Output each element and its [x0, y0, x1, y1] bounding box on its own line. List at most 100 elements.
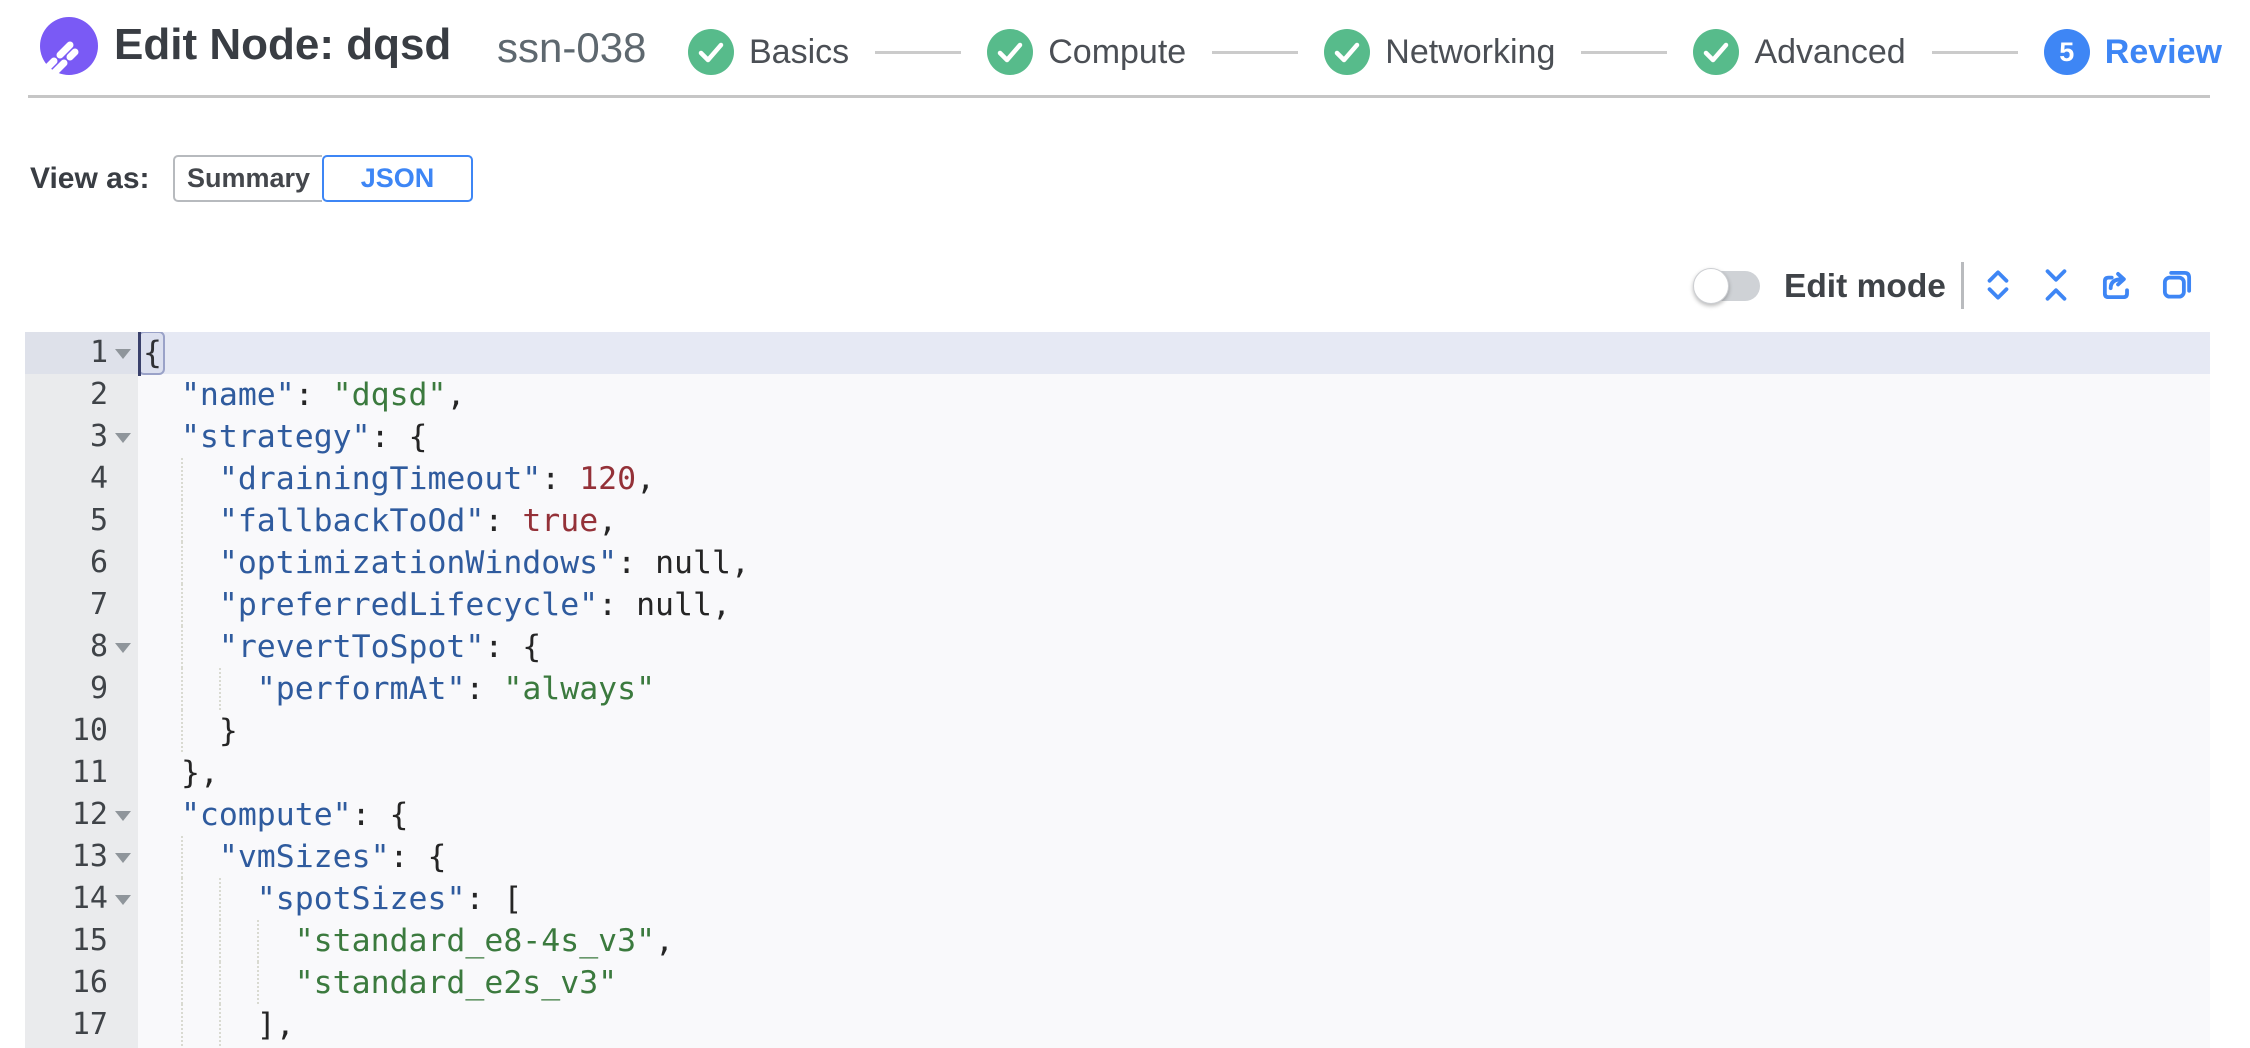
step-check-icon — [1324, 29, 1371, 75]
code-line-content[interactable]: "performAt": "always" — [138, 668, 2210, 710]
code-line-content[interactable]: "name": "dqsd", — [138, 374, 2210, 416]
step-check-icon — [987, 29, 1034, 75]
editor-line[interactable]: 7 "preferredLifecycle": null, — [25, 584, 2210, 626]
fold-arrow-icon[interactable] — [115, 811, 131, 821]
line-number: 3 — [25, 416, 138, 458]
line-number: 10 — [71, 713, 108, 748]
indent-guide — [180, 458, 183, 500]
code-line-content[interactable]: "standard_e2s_v3" — [138, 962, 2210, 1004]
editor-line[interactable]: 8 "revertToSpot": { — [25, 626, 2210, 668]
json-code-editor[interactable]: 1{2 "name": "dqsd",3 "strategy": {4 "dra… — [25, 332, 2210, 1048]
fold-arrow-icon[interactable] — [115, 895, 131, 905]
toggle-knob[interactable] — [1693, 268, 1729, 304]
json-string: "standard_e2s_v3" — [294, 965, 618, 1001]
json-constant: true — [522, 503, 599, 539]
collapse-all-icon[interactable] — [2037, 266, 2075, 304]
editor-line[interactable]: 17 ], — [25, 1004, 2210, 1046]
view-as-summary-button[interactable]: Summary — [173, 155, 322, 202]
export-icon[interactable] — [2098, 266, 2136, 304]
copy-icon[interactable] — [2158, 266, 2196, 304]
code-line-content[interactable]: "strategy": { — [138, 416, 2210, 458]
editor-line[interactable]: 2 "name": "dqsd", — [25, 374, 2210, 416]
line-number: 12 — [25, 794, 138, 836]
fold-arrow-icon[interactable] — [115, 853, 131, 863]
code-line-content[interactable]: }, — [138, 752, 2210, 794]
view-as-label: View as: — [30, 162, 150, 195]
json-key: "name" — [180, 377, 295, 413]
code-line-content[interactable]: "fallbackToOd": true, — [138, 500, 2210, 542]
code-line-content[interactable]: "drainingTimeout": 120, — [138, 458, 2210, 500]
code-line-content[interactable]: "standard_e8-4s_v3", — [138, 920, 2210, 962]
editor-line[interactable]: 5 "fallbackToOd": true, — [25, 500, 2210, 542]
code-line-content[interactable]: "vmSizes": { — [138, 836, 2210, 878]
indent-guide — [180, 878, 183, 920]
indent-guide — [180, 626, 183, 668]
json-key: "optimizationWindows" — [218, 545, 618, 581]
editor-line[interactable]: 16 "standard_e2s_v3" — [25, 962, 2210, 1004]
indent-guide — [218, 920, 221, 962]
json-punctuation: : — [541, 461, 580, 497]
indent-guide — [180, 962, 183, 1004]
editor-line[interactable]: 12 "compute": { — [25, 794, 2210, 836]
wizard-step-basics[interactable]: Basics — [688, 29, 849, 75]
editor-line[interactable]: 9 "performAt": "always" — [25, 668, 2210, 710]
json-punctuation: : — [465, 671, 504, 707]
code-line-content[interactable]: "preferredLifecycle": null, — [138, 584, 2210, 626]
editor-line[interactable]: 14 "spotSizes": [ — [25, 878, 2210, 920]
step-label: Networking — [1385, 32, 1556, 71]
json-key: "spotSizes" — [256, 881, 466, 917]
edit-mode-toggle[interactable] — [1693, 268, 1760, 304]
indent-guide — [218, 1004, 221, 1046]
editor-line[interactable]: 1{ — [25, 332, 2210, 376]
json-punctuation: } — [218, 713, 238, 749]
code-line-content[interactable]: "spotSizes": [ — [138, 878, 2210, 920]
editor-line[interactable]: 3 "strategy": { — [25, 416, 2210, 458]
editor-line[interactable]: 4 "drainingTimeout": 120, — [25, 458, 2210, 500]
page-title: Edit Node: dqsd — [114, 20, 452, 69]
line-number: 1 — [25, 332, 138, 374]
view-as-json-button[interactable]: JSON — [322, 155, 473, 202]
wizard-step-compute[interactable]: Compute — [987, 29, 1186, 75]
code-line-content[interactable]: "optimizationWindows": null, — [138, 542, 2210, 584]
code-line-content[interactable]: } — [138, 710, 2210, 752]
json-punctuation: ], — [256, 1007, 295, 1043]
line-number: 7 — [89, 587, 108, 622]
code-line-content[interactable]: ], — [138, 1004, 2210, 1046]
step-number-badge: 5 — [2043, 29, 2090, 75]
indent-guide — [180, 542, 183, 584]
code-line-content[interactable]: { — [138, 332, 2210, 376]
fold-arrow-icon[interactable] — [115, 433, 131, 443]
expand-all-icon[interactable] — [1979, 266, 2017, 304]
editor-line[interactable]: 10 } — [25, 710, 2210, 752]
json-punctuation: : { — [484, 629, 542, 665]
json-key: "drainingTimeout" — [218, 461, 542, 497]
json-string: "dqsd" — [332, 377, 447, 413]
json-punctuation: { — [138, 332, 165, 376]
editor-line[interactable]: 13 "vmSizes": { — [25, 836, 2210, 878]
indent-guide — [180, 500, 183, 542]
editor-line[interactable]: 6 "optimizationWindows": null, — [25, 542, 2210, 584]
editor-line[interactable]: 11 }, — [25, 752, 2210, 794]
fold-arrow-icon[interactable] — [115, 643, 131, 653]
editor-line[interactable]: 15 "standard_e8-4s_v3", — [25, 920, 2210, 962]
step-check-icon — [1693, 29, 1740, 75]
wizard-step-advanced[interactable]: Advanced — [1693, 29, 1906, 75]
line-number: 4 — [89, 461, 108, 496]
fold-arrow-icon[interactable] — [115, 349, 131, 359]
indent-guide — [180, 710, 183, 752]
spot-logo-icon — [40, 17, 98, 75]
line-number: 16 — [71, 965, 108, 1000]
json-punctuation: : — [617, 545, 656, 581]
json-punctuation: : [ — [465, 881, 523, 917]
wizard-step-networking[interactable]: Networking — [1324, 29, 1555, 75]
header-divider — [28, 95, 2210, 98]
line-number: 15 — [71, 923, 108, 958]
json-punctuation: : — [484, 503, 523, 539]
code-line-content[interactable]: "compute": { — [138, 794, 2210, 836]
code-line-content[interactable]: "revertToSpot": { — [138, 626, 2210, 668]
json-punctuation: null, — [636, 587, 731, 623]
indent-guide — [218, 668, 221, 710]
json-punctuation: , — [446, 377, 466, 413]
json-key: "revertToSpot" — [218, 629, 485, 665]
